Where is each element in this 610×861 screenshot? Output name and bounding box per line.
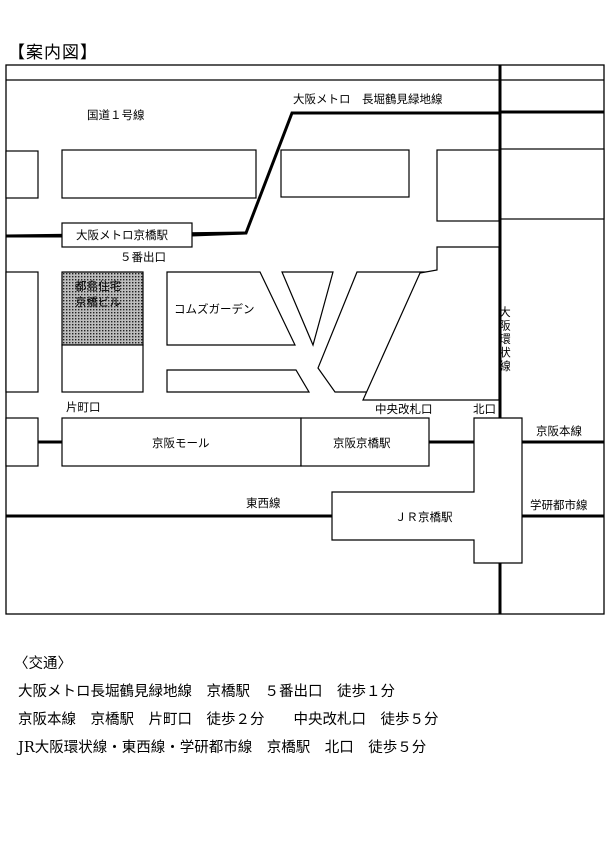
access-line-jr: JR大阪環状線・東西線・学研都市線 京橋駅 北口 徒歩５分 xyxy=(18,740,427,756)
label-comz-garden: コムズガーデン xyxy=(174,302,255,316)
label-building-line1: 都島住宅 xyxy=(75,279,121,293)
block xyxy=(436,149,500,222)
jr-kyobashi-station xyxy=(331,417,523,564)
metro-kyobashi-station xyxy=(61,222,193,248)
block xyxy=(280,149,410,198)
block xyxy=(61,149,257,199)
label-keihan-station: 京阪京橋駅 xyxy=(333,436,391,450)
label-katamachi-exit: 片町口 xyxy=(66,400,101,414)
block xyxy=(5,271,39,393)
label-metro-station: 大阪メトロ京橋駅 xyxy=(76,228,168,242)
access-heading: 〈交通〉 xyxy=(14,656,72,672)
label-jr-station: ＪＲ京橋駅 xyxy=(395,510,453,524)
label-central-gate: 中央改札口 xyxy=(375,402,433,416)
label-route1: 国道１号線 xyxy=(87,108,145,122)
label-gakkentoshi-line: 学研都市線 xyxy=(530,498,588,512)
area-map: 国道１号線 大阪メトロ 長堀鶴見緑地線 大阪メトロ京橋駅 ５番出口 都島住宅 京… xyxy=(5,64,605,615)
keihan-mall xyxy=(61,417,302,467)
label-metro-line: 大阪メトロ 長堀鶴見緑地線 xyxy=(293,92,443,106)
label-loop-line: 大阪環状線 xyxy=(498,305,512,373)
label-tozai-line: 東西線 xyxy=(246,496,281,510)
block xyxy=(61,344,144,393)
access-info: 〈交通〉 大阪メトロ長堀鶴見緑地線 京橋駅 ５番出口 徒歩１分 京阪本線 京橋駅… xyxy=(14,650,439,762)
keihan-kyobashi-station xyxy=(300,417,430,467)
block xyxy=(5,150,39,199)
label-building-line2: 京橋ビル xyxy=(75,295,121,309)
label-keihan-main-line: 京阪本線 xyxy=(536,424,582,438)
label-north-exit: 北口 xyxy=(473,402,496,416)
block xyxy=(281,271,334,347)
access-line-metro: 大阪メトロ長堀鶴見緑地線 京橋駅 ５番出口 徒歩１分 xyxy=(18,684,395,700)
block xyxy=(166,369,311,393)
access-line-keihan: 京阪本線 京橋駅 片町口 徒歩２分 中央改札口 徒歩５分 xyxy=(18,712,439,728)
label-exit5: ５番出口 xyxy=(120,250,166,264)
label-keihan-mall: 京阪モール xyxy=(152,436,210,450)
block xyxy=(5,417,39,467)
building-miyakojima-kyobashi xyxy=(61,271,144,346)
page-title: 【案内図】 xyxy=(8,43,98,63)
comz-garden xyxy=(166,271,296,346)
block xyxy=(499,148,605,220)
